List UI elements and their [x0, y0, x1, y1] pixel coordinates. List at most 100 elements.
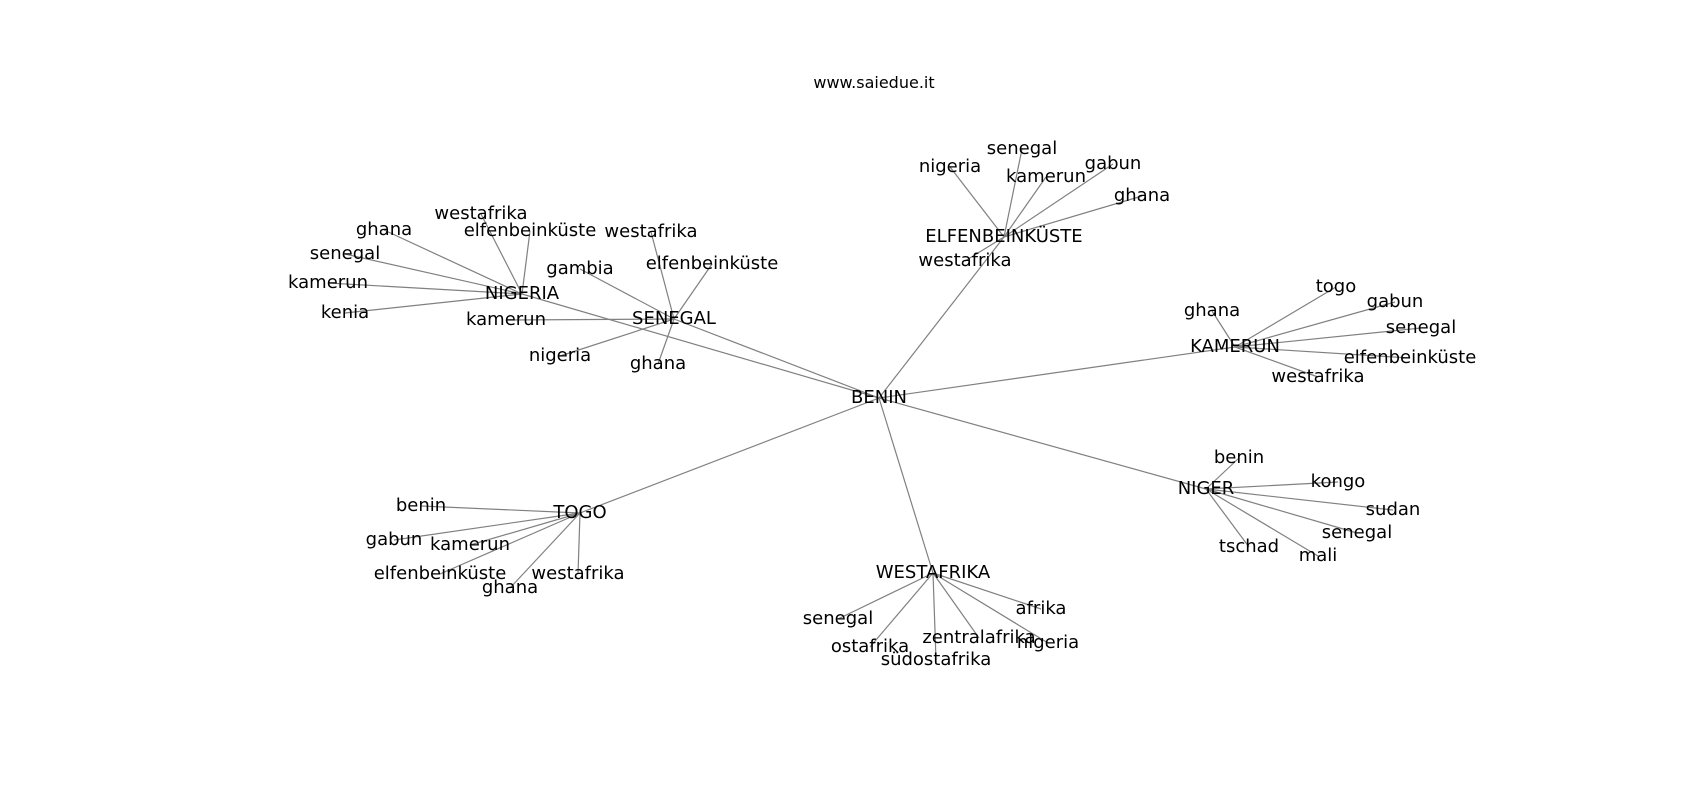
edge-senegal-westafrika: [650, 231, 675, 320]
edge-center-niger: [878, 397, 1207, 490]
edge-senegal-gambia: [579, 268, 675, 320]
edge-kamerun-senegal: [1234, 327, 1422, 348]
leaf-westafrika-nigeria: nigeria: [1017, 632, 1079, 653]
edge-togo-westafrika: [577, 512, 581, 575]
leaf-niger-mali: mali: [1299, 545, 1338, 566]
node-westafrika: WESTAFRIKA: [876, 562, 991, 583]
leaf-kamerun-togo: togo: [1316, 276, 1357, 297]
node-kamerun: KAMERUN: [1190, 336, 1280, 357]
leaf-togo-ghana: ghana: [482, 577, 538, 598]
leaf-togo-westafrika: westafrika: [531, 563, 624, 584]
leaf-westafrika-senegal: senegal: [803, 608, 873, 629]
node-elfenbeinkueste: ELFENBEINKÜSTE: [925, 225, 1082, 247]
leaf-nigeria-kenia: kenia: [321, 302, 369, 323]
edge-elfenbeinkueste-kamerun: [1003, 176, 1047, 238]
leaf-nigeria-kamerun: kamerun: [288, 272, 368, 293]
edge-center-westafrika: [878, 397, 934, 574]
edge-center-senegal: [673, 318, 880, 399]
edge-westafrika-senegal: [837, 572, 934, 620]
edge-senegal-ghana: [657, 318, 675, 365]
leaf-kamerun-senegal: senegal: [1386, 317, 1456, 338]
edge-nigeria-kamerun: [327, 282, 523, 295]
edge-senegal-nigeria: [559, 318, 675, 357]
leaf-niger-kongo: kongo: [1311, 471, 1366, 492]
leaf-kamerun-westafrika: westafrika: [1271, 366, 1364, 387]
leaf-niger-senegal: senegal: [1322, 522, 1392, 543]
node-togo: TOGO: [552, 502, 606, 523]
nodes: BENINnigeriasenegalkamerungabunghanawest…: [288, 138, 1476, 670]
leaf-niger-benin: benin: [1214, 447, 1264, 468]
edge-niger-senegal: [1205, 488, 1358, 534]
edge-niger-tschad: [1205, 488, 1250, 548]
leaf-togo-gabun: gabun: [366, 529, 423, 550]
edges: [327, 148, 1422, 661]
edge-niger-mali: [1205, 488, 1319, 557]
node-nigeria: NIGERIA: [485, 283, 560, 304]
leaf-senegal-ghana: ghana: [630, 353, 686, 374]
leaf-elfenbeinkueste-westafrika: westafrika: [918, 250, 1011, 271]
edge-westafrika-nigeria: [932, 572, 1049, 644]
edge-nigeria-elfenbeinkueste: [521, 230, 531, 295]
leaf-westafrika-suedostafrika: südostafrika: [881, 649, 992, 670]
leaf-westafrika-zentralafrika: zentralafrika: [922, 627, 1035, 648]
node-senegal: SENEGAL: [632, 308, 716, 329]
edge-kamerun-ghana: [1211, 310, 1236, 348]
leaf-kamerun-gabun: gabun: [1367, 291, 1424, 312]
leaf-elfenbeinkueste-ghana: ghana: [1114, 185, 1170, 206]
edge-kamerun-gabun: [1234, 301, 1396, 348]
edge-nigeria-westafrika: [480, 213, 523, 295]
leaf-niger-tschad: tschad: [1219, 536, 1279, 557]
edge-westafrika-afrika: [932, 572, 1042, 610]
leaf-elfenbeinkueste-gabun: gabun: [1085, 153, 1142, 174]
edge-kamerun-elfenbeinkueste: [1234, 346, 1411, 359]
edge-elfenbeinkueste-senegal: [1003, 148, 1023, 238]
edge-togo-elfenbeinkueste: [439, 512, 581, 575]
leaf-togo-elfenbeinkueste: elfenbeinküste: [374, 563, 507, 584]
edge-kamerun-togo: [1234, 286, 1337, 348]
site-label: www.saiedue.it: [813, 73, 934, 92]
leaf-togo-kamerun: kamerun: [430, 534, 510, 555]
leaf-westafrika-afrika: afrika: [1016, 598, 1067, 619]
edge-togo-gabun: [393, 512, 581, 541]
edge-nigeria-senegal: [344, 253, 523, 295]
leaf-nigeria-westafrika: westafrika: [434, 203, 527, 224]
leaf-nigeria-senegal: senegal: [310, 243, 380, 264]
edge-center-togo: [579, 397, 880, 514]
edge-togo-kamerun: [469, 512, 581, 546]
edge-elfenbeinkueste-ghana: [1003, 195, 1143, 238]
node-niger: NIGER: [1178, 478, 1235, 499]
leaf-kamerun-ghana: ghana: [1184, 300, 1240, 321]
node-benin: BENIN: [851, 387, 907, 408]
leaf-togo-benin: benin: [396, 495, 446, 516]
edge-elfenbeinkueste-nigeria: [949, 166, 1005, 238]
edge-elfenbeinkueste-gabun: [1003, 163, 1114, 238]
edge-westafrika-ostafrika: [869, 572, 934, 648]
edge-center-elfenbeinkueste: [878, 236, 1005, 399]
leaf-westafrika-ostafrika: ostafrika: [831, 636, 909, 657]
leaf-nigeria-ghana: ghana: [356, 219, 412, 240]
edge-niger-benin: [1205, 457, 1240, 490]
edge-niger-sudan: [1205, 488, 1394, 511]
edge-nigeria-kenia: [344, 293, 523, 314]
leaf-nigeria-elfenbeinkueste: elfenbeinküste: [464, 220, 597, 241]
leaf-senegal-kamerun: kamerun: [466, 309, 546, 330]
edge-kamerun-westafrika: [1234, 346, 1319, 378]
edge-senegal-elfenbeinkueste: [673, 263, 713, 320]
leaf-senegal-westafrika: westafrika: [604, 221, 697, 242]
edge-center-nigeria: [521, 293, 880, 399]
leaf-senegal-gambia: gambia: [546, 258, 613, 279]
leaf-elfenbeinkueste-senegal: senegal: [987, 138, 1057, 159]
edge-senegal-kamerun: [505, 318, 675, 321]
edge-togo-ghana: [509, 512, 581, 589]
leaf-elfenbeinkueste-kamerun: kamerun: [1006, 166, 1086, 187]
edge-togo-benin: [420, 505, 581, 514]
edge-nigeria-ghana: [383, 229, 523, 295]
edge-elfenbeinkueste-westafrika: [964, 236, 1005, 262]
edge-westafrika-zentralafrika: [932, 572, 980, 639]
edge-niger-kongo: [1205, 481, 1339, 490]
leaf-senegal-nigeria: nigeria: [529, 345, 591, 366]
leaf-senegal-elfenbeinkueste: elfenbeinküste: [646, 253, 779, 274]
leaf-niger-sudan: sudan: [1366, 499, 1421, 520]
edge-westafrika-suedostafrika: [932, 572, 937, 661]
